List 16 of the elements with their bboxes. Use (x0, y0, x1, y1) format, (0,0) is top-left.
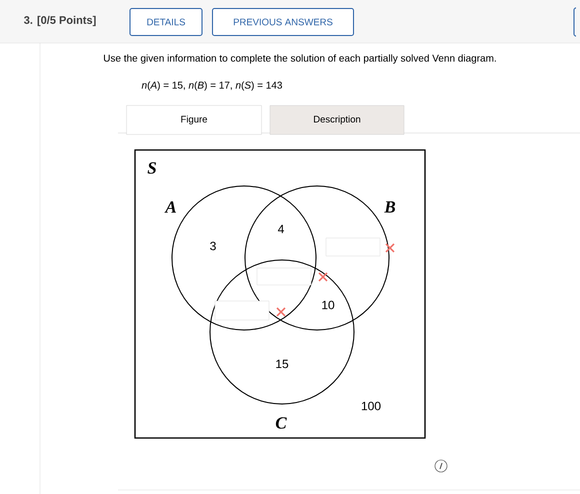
region-count: 10 (322, 300, 334, 310)
region-count: 3 (210, 242, 216, 250)
region-count: 4 (278, 224, 284, 234)
tab: Figure (126, 105, 262, 135)
set-label: A (164, 201, 176, 213)
given-values: n(A) = 15, n(B) = 17, n(S) = 143 (142, 81, 282, 91)
region-count: 100 (362, 402, 381, 410)
tab: Description (270, 105, 404, 135)
set-label: B (384, 201, 396, 213)
region-count: 15 (276, 360, 288, 368)
set-label: S (148, 162, 156, 174)
question-heading: 3. [0/5 Points] (24, 16, 96, 26)
set-label: C (276, 417, 287, 429)
button: DETAILS (130, 8, 202, 36)
button: PREVIOUS ANSWERS (212, 8, 354, 36)
instruction-text: Use the given information to complete the solution of each partially solved Venn diagram. (104, 54, 496, 64)
